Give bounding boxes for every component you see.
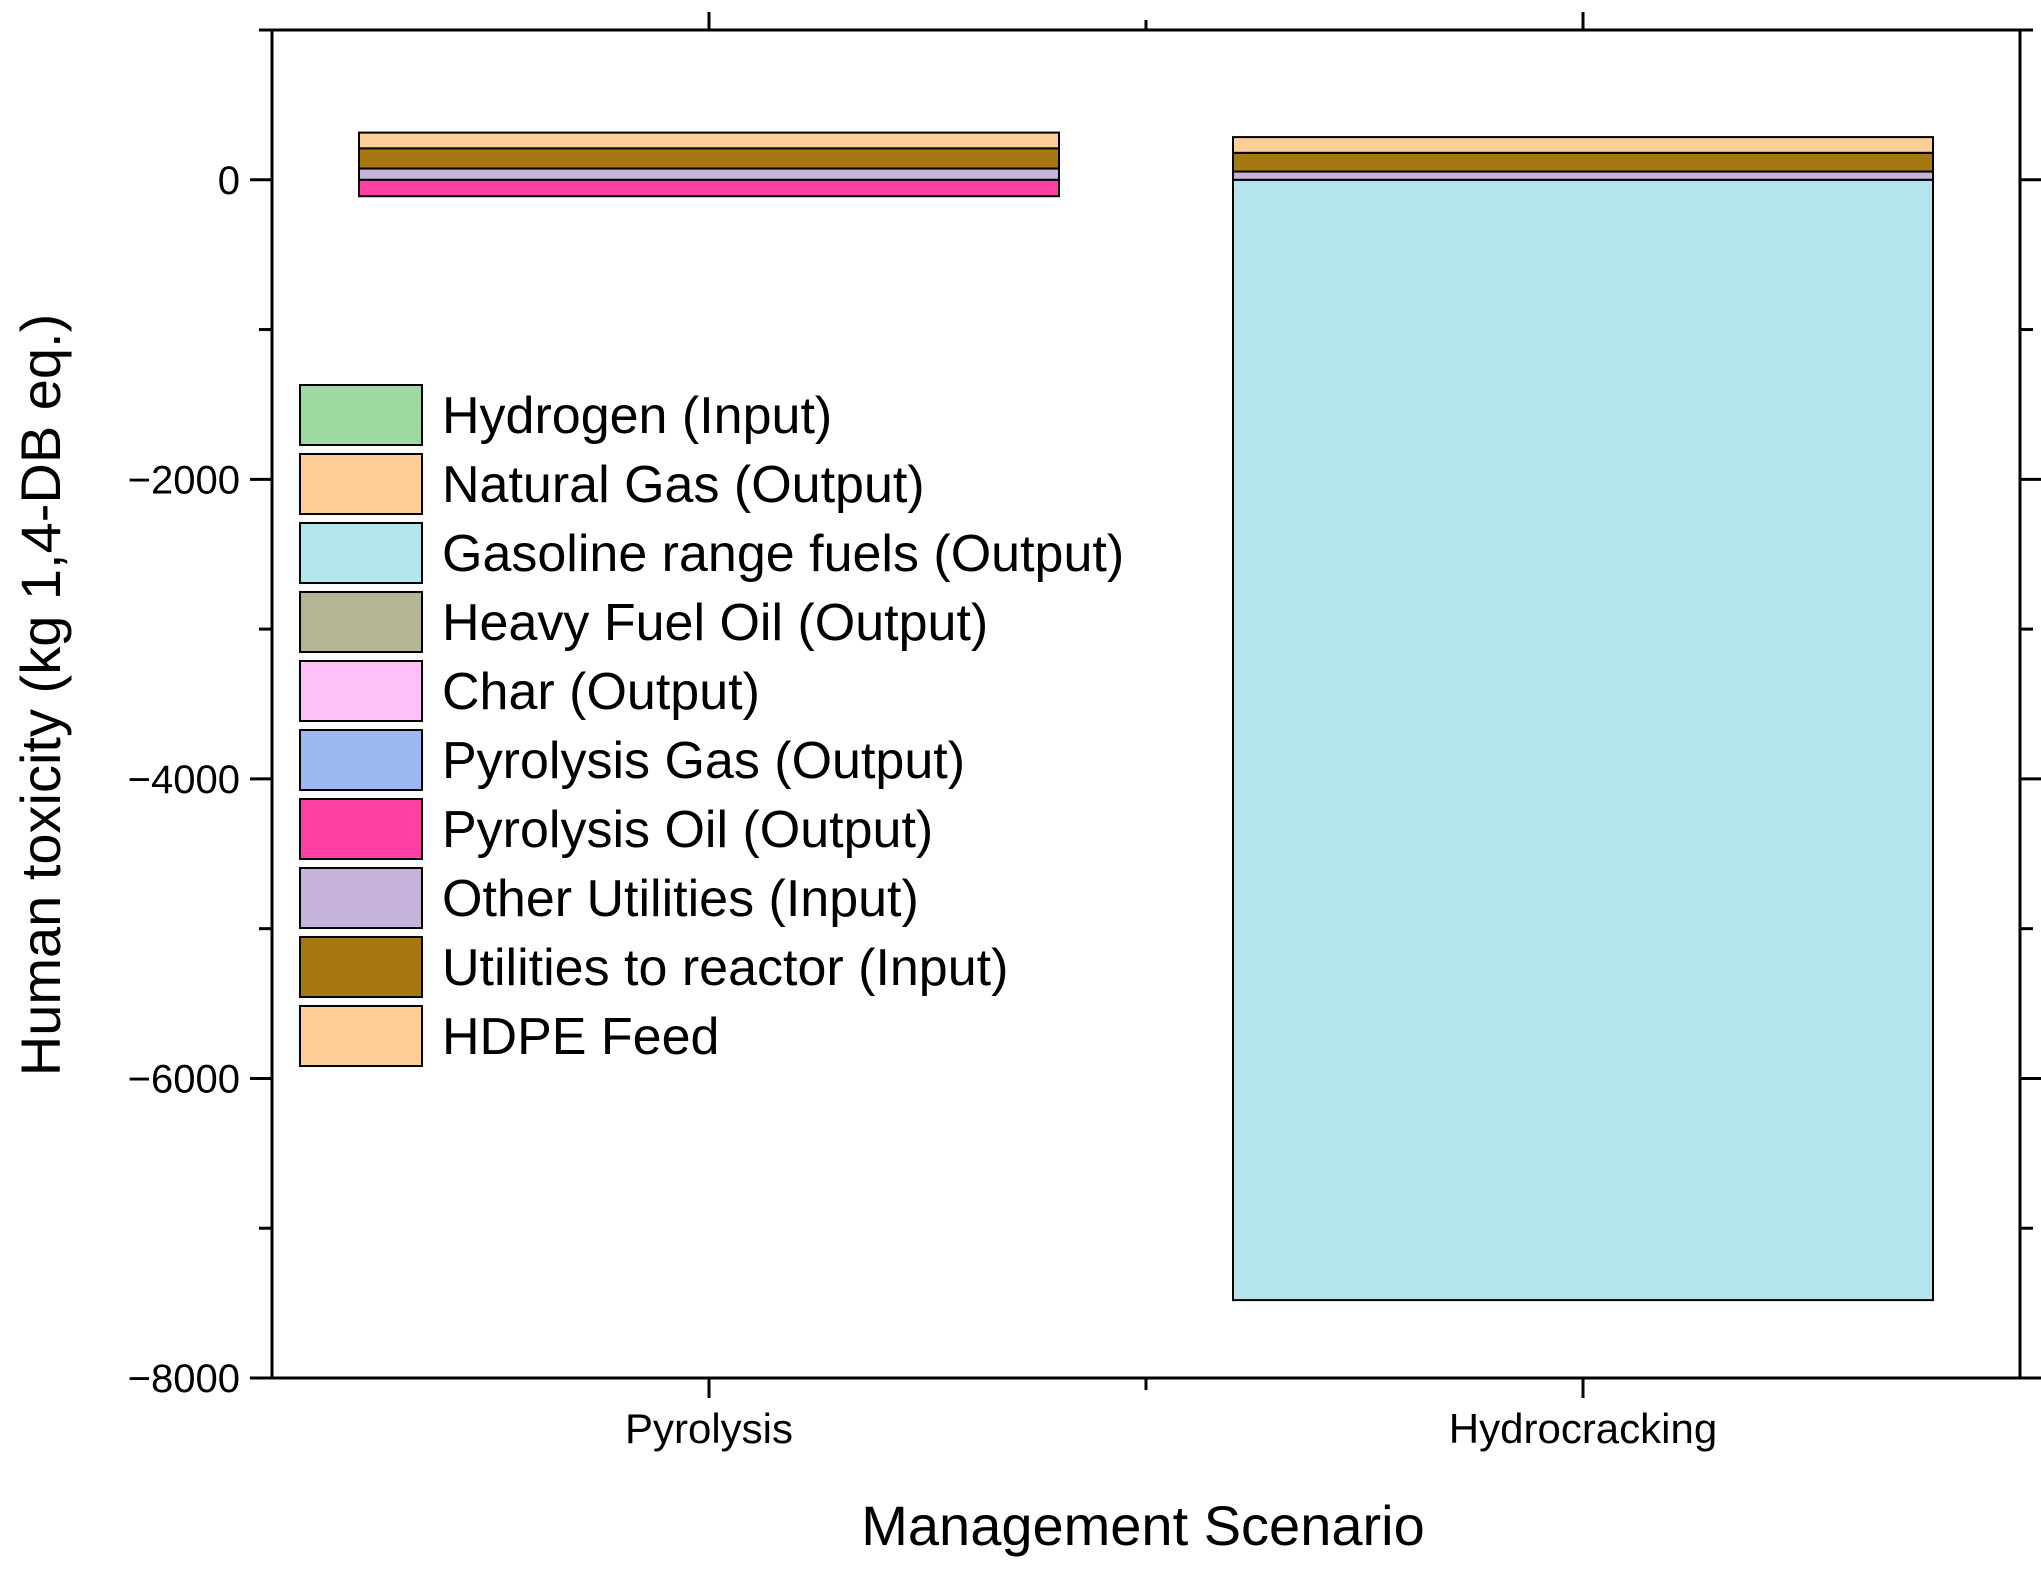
bar-pyrolysis-hdpe-feed bbox=[358, 131, 1060, 150]
y-tick-label: 0 bbox=[218, 159, 240, 203]
legend-swatch-natural-gas-output bbox=[299, 453, 423, 515]
bar-hydrocracking-utilities-to-reactor-input bbox=[1232, 151, 1934, 173]
legend-label-hydrogen-input: Hydrogen (Input) bbox=[442, 387, 832, 445]
legend-label-char-output: Char (Output) bbox=[442, 663, 760, 721]
bar-pyrolysis-utilities-to-reactor-input bbox=[358, 147, 1060, 170]
legend-swatch-pyrolysis-oil-output bbox=[299, 798, 423, 860]
legend-label-pyrolysis-gas-output: Pyrolysis Gas (Output) bbox=[442, 732, 965, 790]
y-tick-label: −6000 bbox=[128, 1057, 240, 1101]
legend-label-pyrolysis-oil-output: Pyrolysis Oil (Output) bbox=[442, 801, 933, 859]
legend-label-gasoline-range-fuels-output: Gasoline range fuels (Output) bbox=[442, 525, 1124, 583]
legend-swatch-gasoline-range-fuels-output bbox=[299, 522, 423, 584]
y-tick-label: −2000 bbox=[128, 458, 240, 502]
bar-pyrolysis-other-utilities-input bbox=[358, 167, 1060, 181]
y-tick-label: −8000 bbox=[128, 1357, 240, 1401]
bar-hydrocracking-other-utilities-input bbox=[1232, 170, 1934, 181]
x-tick-label-hydrocracking: Hydrocracking bbox=[1449, 1405, 1717, 1452]
legend-swatch-heavy-fuel-oil-output bbox=[299, 591, 423, 653]
legend-swatch-utilities-to-reactor-input bbox=[299, 936, 423, 998]
legend-label-natural-gas-output: Natural Gas (Output) bbox=[442, 456, 925, 514]
legend-swatch-pyrolysis-gas-output bbox=[299, 729, 423, 791]
legend-label-heavy-fuel-oil-output: Heavy Fuel Oil (Output) bbox=[442, 594, 988, 652]
bar-hydrocracking-hdpe-feed bbox=[1232, 136, 1934, 154]
bar-pyrolysis-pyrolysis-oil-output bbox=[358, 178, 1060, 198]
x-tick-label-pyrolysis: Pyrolysis bbox=[625, 1405, 793, 1452]
legend-swatch-other-utilities-input bbox=[299, 867, 423, 929]
legend-label-other-utilities-input: Other Utilities (Input) bbox=[442, 870, 919, 928]
legend: Hydrogen (Input) Natural Gas (Output) Gaso… bbox=[299, 384, 1124, 1067]
legend-swatch-hdpe-feed bbox=[299, 1005, 423, 1067]
legend-swatch-char-output bbox=[299, 660, 423, 722]
y-axis-title: Human toxicity (kg 1,4-DB eq.) bbox=[9, 314, 72, 1076]
bars-layer bbox=[358, 131, 1934, 1302]
y-tick-label: −4000 bbox=[128, 758, 240, 802]
legend-label-utilities-to-reactor-input: Utilities to reactor (Input) bbox=[442, 939, 1008, 997]
legend-swatch-hydrogen-input bbox=[299, 384, 423, 446]
x-axis-title: Management Scenario bbox=[861, 1494, 1424, 1557]
legend-label-hdpe-feed: HDPE Feed bbox=[442, 1008, 719, 1066]
bar-hydrocracking-gasoline-range-fuels-output bbox=[1232, 178, 1934, 1302]
